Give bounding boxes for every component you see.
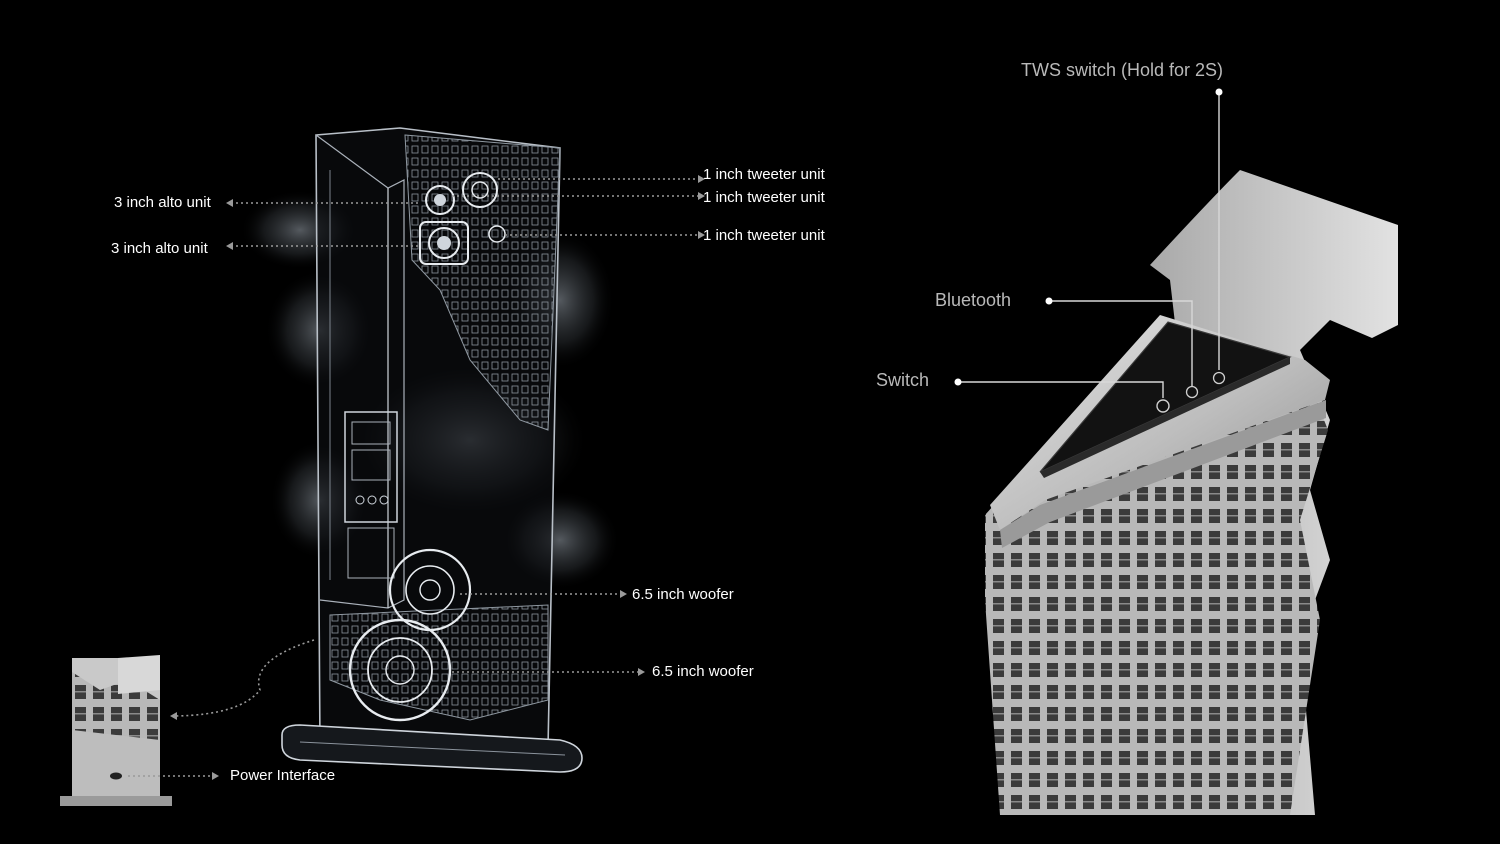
label-tweeter-2: 1 inch tweeter unit bbox=[703, 189, 825, 206]
label-tweeter-1: 1 inch tweeter unit bbox=[703, 166, 825, 183]
label-power-interface: Power Interface bbox=[230, 767, 336, 784]
bluetooth-button-icon bbox=[1185, 385, 1199, 399]
label-tweeter-3: 1 inch tweeter unit bbox=[703, 227, 825, 244]
label-woofer-1: 6.5 inch woofer bbox=[632, 586, 734, 603]
label-switch: Switch bbox=[876, 370, 930, 390]
power-button-icon bbox=[1156, 399, 1170, 413]
xray-speaker bbox=[240, 127, 620, 773]
label-alto-1: 3 inch alto unit bbox=[114, 194, 211, 211]
tws-button-icon bbox=[1212, 371, 1226, 385]
mini-model bbox=[60, 655, 172, 806]
left-arrowheads bbox=[170, 175, 705, 780]
right-leaders bbox=[958, 92, 1220, 398]
label-alto-2: 3 inch alto unit bbox=[111, 240, 208, 257]
label-woofer-2: 6.5 inch woofer bbox=[652, 663, 754, 680]
label-tws-switch: TWS switch (Hold for 2S) bbox=[1021, 60, 1224, 80]
right-leader-dots bbox=[954, 88, 1223, 386]
label-bluetooth: Bluetooth bbox=[935, 290, 1012, 310]
flatiron-closeup bbox=[985, 170, 1398, 815]
left-leaders bbox=[128, 178, 698, 777]
